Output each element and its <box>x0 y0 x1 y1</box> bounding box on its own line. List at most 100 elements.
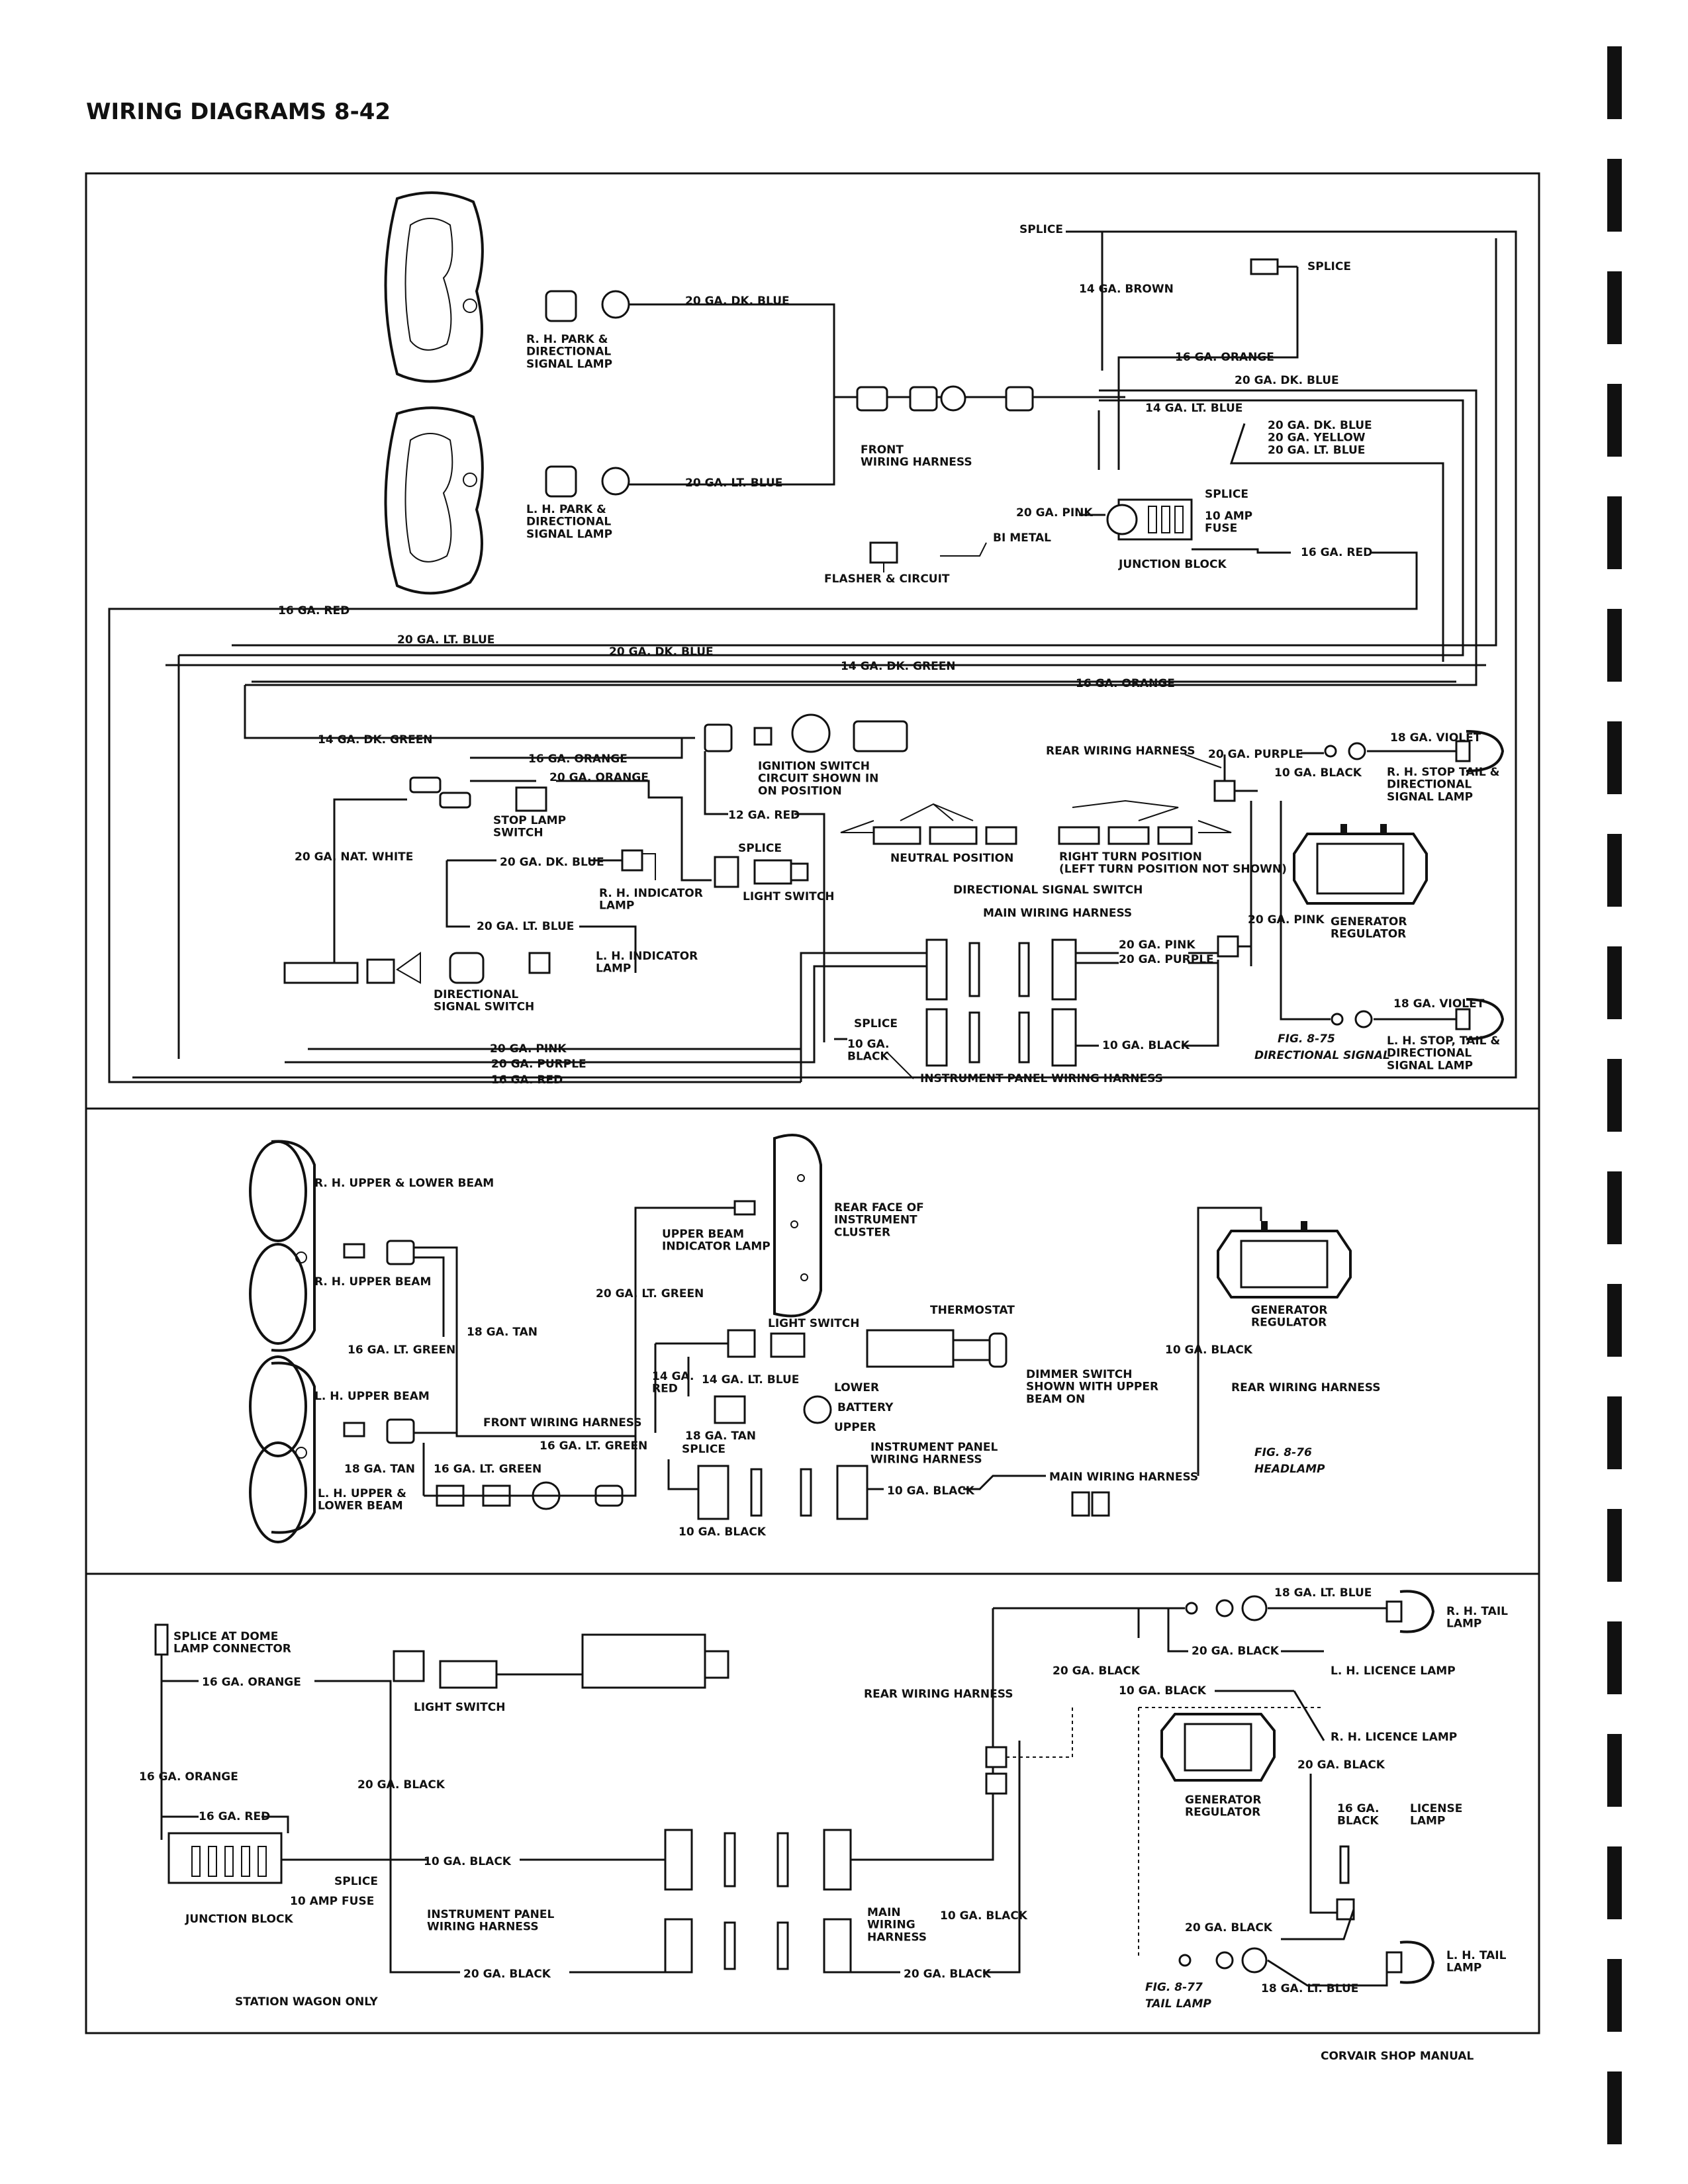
wire-dk-blue-rh: 20 GA. DK. BLUE <box>685 295 790 308</box>
wire-lt-green-20: 20 GA. LT. GREEN <box>596 1287 704 1300</box>
wire-black-20-main: 20 GA. BLACK <box>904 1968 992 1981</box>
wire-pink-jb: 20 GA. PINK <box>1016 506 1093 520</box>
junction-block-p3-label: JUNCTION BLOCK <box>185 1913 293 1926</box>
wire-orange-b: 16 GA. ORANGE <box>139 1770 238 1784</box>
thermostat-label: THERMOSTAT <box>930 1304 1015 1317</box>
wire-black-20-gen: 20 GA. BLACK <box>1297 1758 1385 1772</box>
generator-regulator-p2 <box>1217 1221 1352 1298</box>
wire-purple-rear: 20 GA. PURPLE <box>1208 748 1303 761</box>
main-harness-plug-p2 <box>1071 1491 1110 1517</box>
rh-headlamp-connectors <box>343 1240 415 1265</box>
rear-harness-p2-label: REAR WIRING HARNESS <box>1231 1381 1381 1394</box>
main-harness-plug <box>1217 935 1239 958</box>
binding-marks <box>1607 46 1622 2144</box>
wire-pink-right: 20 GA. PINK <box>1248 913 1325 927</box>
wire-black-10-ip-p3: 10 GA. BLACK <box>424 1855 512 1868</box>
wire-lt-green-mid: 16 GA. LT. GREEN <box>539 1439 647 1453</box>
junction-block <box>1106 498 1193 541</box>
splice-ls-label: SPLICE <box>738 842 782 855</box>
directional-switch-small <box>283 952 485 984</box>
figure-8-76: FIG. 8-76 <box>1254 1446 1312 1459</box>
wire-lt-blue-ind: 20 GA. LT. BLUE <box>477 920 574 933</box>
wire-black-bottom: 10 GA. BLACK <box>679 1525 767 1539</box>
wire-red-14: 14 GA.RED <box>652 1370 694 1396</box>
bi-metal-label: BI METAL <box>993 531 1051 545</box>
wire-black-rear: 10 GA. BLACK <box>1274 766 1362 780</box>
rh-tail-lamp <box>1185 1590 1435 1633</box>
front-harness-connector <box>856 385 1034 412</box>
figure-8-75-name: DIRECTIONAL SIGNAL <box>1254 1049 1390 1062</box>
wire-black-20-rear: 20 GA. BLACK <box>1053 1664 1141 1678</box>
dimmer-switch <box>714 1395 832 1424</box>
panel-headlamp: R. H. UPPER & LOWER BEAM R. H. UPPER BEA… <box>249 1134 1381 1543</box>
wire-lt-blue-lh: 20 GA. LT. BLUE <box>685 477 782 490</box>
license-lamp <box>1336 1845 1355 1921</box>
rh-headlamps <box>249 1140 316 1352</box>
wire-dk-blue-ind: 20 GA. DK. BLUE <box>500 856 604 869</box>
wire-pink-bottom: 20 GA. PINK <box>490 1042 567 1056</box>
lh-park-lamp-housing <box>384 406 484 595</box>
wire-black-20-v: 20 GA. BLACK <box>357 1778 445 1792</box>
figure-8-77-name: TAIL LAMP <box>1145 1997 1211 2011</box>
wire-violet-rh: 18 GA. VIOLET <box>1390 731 1481 745</box>
front-harness-label-p2: FRONT WIRING HARNESS <box>483 1416 642 1430</box>
lh-licence-label: L. H. LICENCE LAMP <box>1331 1664 1456 1678</box>
rear-harness-p3-label: REAR WIRING HARNESS <box>864 1688 1013 1701</box>
splice-jb-label: SPLICE <box>1205 488 1248 501</box>
wire-tan-top: 18 GA. TAN <box>467 1326 538 1339</box>
rh-indicator-lamp <box>621 849 656 880</box>
junction-block-label: JUNCTION BLOCK <box>1118 558 1227 571</box>
thermostat <box>866 1329 1008 1368</box>
footer-title: CORVAIR SHOP MANUAL <box>1321 2050 1474 2063</box>
wire-dk-blue-bus: 20 GA. DK. BLUE <box>609 645 714 659</box>
flasher-label: FLASHER & CIRCUIT <box>824 572 950 586</box>
wire-black-splice: 10 GA.BLACK <box>847 1038 889 1064</box>
wire-orange-20-sw: 20 GA. ORANGE <box>549 771 649 784</box>
directional-signal-switch <box>840 799 1232 845</box>
wire-pink-main: 20 GA. PINK <box>1119 938 1196 952</box>
wire-black-10-rear-p3: 10 GA. BLACK <box>1119 1684 1207 1698</box>
light-switch-p3 <box>393 1633 729 1689</box>
lh-upper-lower-label: L. H. UPPER &LOWER BEAM <box>318 1487 406 1513</box>
wire-red-bus: 16 GA. RED <box>278 604 350 617</box>
main-harness-connectors-p3 <box>664 1829 852 1974</box>
figure-8-77: FIG. 8-77 <box>1145 1981 1203 1994</box>
station-wagon-label: STATION WAGON ONLY <box>235 1995 378 2009</box>
rear-harness-label: REAR WIRING HARNESS <box>1046 745 1196 758</box>
instrument-cluster-face <box>733 1134 822 1318</box>
wire-tan-mid: 18 GA. TAN <box>685 1430 756 1443</box>
wire-violet-lh: 18 GA. VIOLET <box>1393 997 1485 1011</box>
lh-tail-lamp <box>1178 1940 1435 1984</box>
light-switch-p2 <box>727 1329 806 1358</box>
light-switch-p1-label: LIGHT SWITCH <box>743 890 834 903</box>
wire-black-ip: 10 GA. BLACK <box>1102 1039 1190 1052</box>
splice-right <box>1250 258 1279 275</box>
main-harness-label: MAIN WIRING HARNESS <box>983 907 1132 920</box>
rear-harness-plug <box>1213 780 1236 802</box>
light-switch-p1 <box>714 856 809 888</box>
splice-right-label: SPLICE <box>1307 260 1351 273</box>
wire-dk-green-sw: 14 GA. DK. GREEN <box>318 733 433 747</box>
wire-lt-blue-bus: 20 GA. LT. BLUE <box>397 633 494 647</box>
dome-lamp-splice <box>154 1623 169 1656</box>
wire-orange-bus: 16 GA. ORANGE <box>1076 677 1175 690</box>
rh-upper-label: R. H. UPPER BEAM <box>314 1275 431 1289</box>
generator-regulator-p3 <box>1160 1713 1276 1782</box>
